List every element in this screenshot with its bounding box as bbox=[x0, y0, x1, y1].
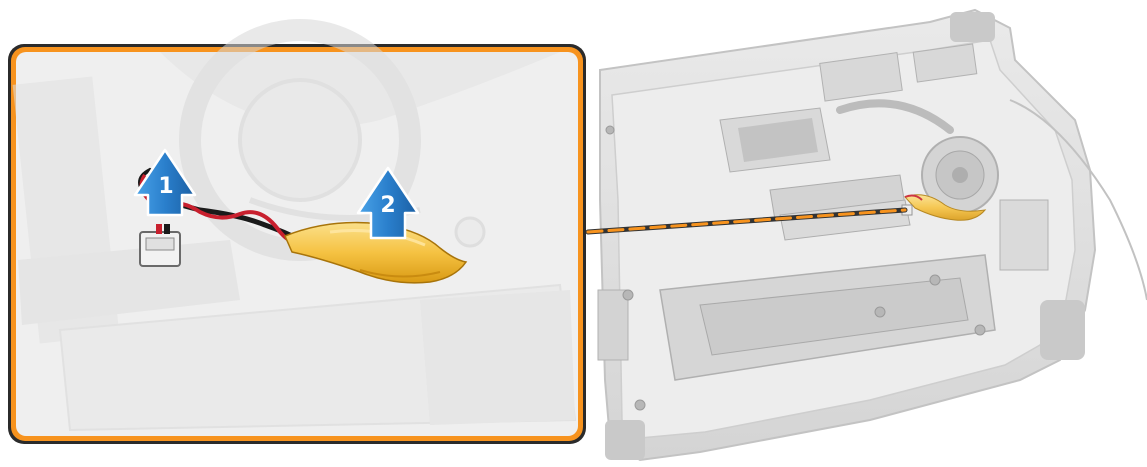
zoom-detail-panel: 1 2 bbox=[8, 30, 586, 444]
step-1-label: 1 bbox=[158, 174, 173, 199]
laptop-chassis bbox=[598, 10, 1147, 460]
step-2-label: 2 bbox=[380, 193, 395, 218]
keyboard-connector bbox=[720, 108, 830, 172]
